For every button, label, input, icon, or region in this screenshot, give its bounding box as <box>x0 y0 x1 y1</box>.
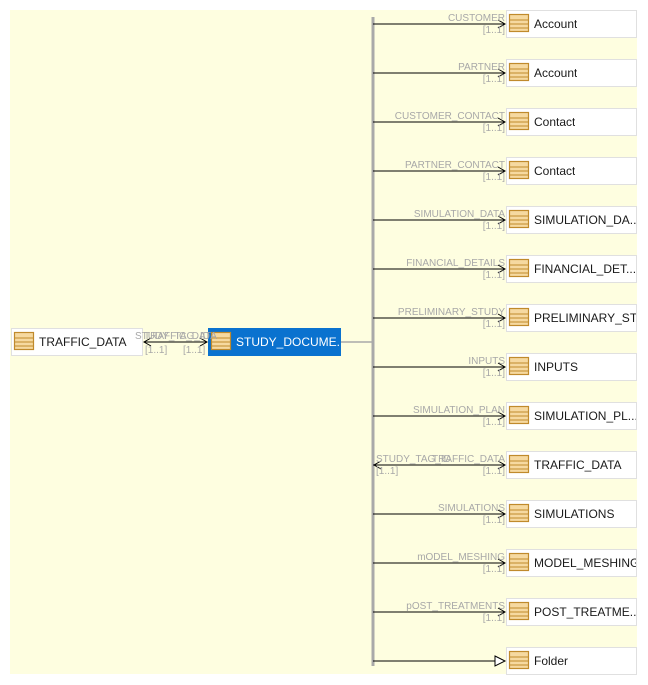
entity-label: POST_TREATME... <box>534 605 636 619</box>
role-label: FINANCIAL_DETAILS <box>406 258 505 269</box>
entity-simulation-pl-8[interactable]: SIMULATION_PL... <box>506 402 637 430</box>
role-label: mODEL_MESHING <box>417 552 505 563</box>
inheritance-arrowhead <box>494 655 507 667</box>
entity-label: INPUTS <box>534 360 579 374</box>
entity-icon <box>508 600 530 625</box>
role-label: SIMULATIONS <box>437 503 505 514</box>
entity-post-treatme-12[interactable]: POST_TREATME... <box>506 598 637 626</box>
entity-label: Contact <box>534 164 576 178</box>
source-cardinality-label: [1..1] <box>376 466 399 477</box>
cardinality-label: [1..1] <box>482 221 505 232</box>
cardinality-label: [1..1] <box>482 564 505 575</box>
entity-icon <box>508 355 530 380</box>
arrowhead <box>497 264 507 274</box>
entity-icon <box>508 404 530 429</box>
role-label: pOST_TREATMENTS <box>406 601 505 612</box>
role-label: PARTNER_CONTACT <box>404 160 505 171</box>
entity-label: SIMULATIONS <box>534 507 615 521</box>
entity-icon <box>508 649 530 674</box>
arrowhead <box>199 337 209 347</box>
entity-contact-2[interactable]: Contact <box>506 108 637 136</box>
arrowhead <box>497 460 507 470</box>
cardinality-label: [1..1] <box>482 368 505 379</box>
role-label: INPUTS <box>468 356 505 367</box>
entity-preliminary-st-6[interactable]: PRELIMINARY_ST... <box>506 304 637 332</box>
cardinality-label: [1..1] <box>482 123 505 134</box>
entity-folder-13[interactable]: Folder <box>506 647 637 675</box>
entity-label: Account <box>534 17 578 31</box>
entity-icon <box>508 110 530 135</box>
cardinality-label: [1..1] <box>482 417 505 428</box>
entity-icon <box>508 208 530 233</box>
entity-label: SIMULATION_PL... <box>534 409 636 423</box>
entity-label: Contact <box>534 115 576 129</box>
arrowhead <box>497 117 507 127</box>
arrowhead <box>142 337 152 347</box>
link-cardinality: [1..1] <box>145 345 168 356</box>
entity-contact-3[interactable]: Contact <box>506 157 637 185</box>
entity-traffic-data-source[interactable]: TRAFFIC_DATA <box>11 328 143 356</box>
cardinality-label: [1..1] <box>482 319 505 330</box>
entity-model-meshing-11[interactable]: MODEL_MESHING <box>506 549 637 577</box>
entity-label: TRAFFIC_DATA <box>534 458 622 472</box>
cardinality-label: [1..1] <box>482 613 505 624</box>
entity-inputs-7[interactable]: INPUTS <box>506 353 637 381</box>
entity-icon <box>508 453 530 478</box>
entity-simulation-da-4[interactable]: SIMULATION_DA... <box>506 206 637 234</box>
entity-label: Account <box>534 66 578 80</box>
entity-label: PRELIMINARY_ST... <box>534 311 636 325</box>
arrowhead <box>497 509 507 519</box>
entity-label: Folder <box>534 654 569 668</box>
entity-financial-det-5[interactable]: FINANCIAL_DET... <box>506 255 637 283</box>
role-label: SIMULATION_PLAN <box>412 405 505 416</box>
entity-account-1[interactable]: Account <box>506 59 637 87</box>
arrowhead <box>497 607 507 617</box>
entity-simulations-10[interactable]: SIMULATIONS <box>506 500 637 528</box>
entity-label: SIMULATION_DA... <box>534 213 636 227</box>
arrowhead <box>497 215 507 225</box>
entity-icon <box>13 330 35 355</box>
role-label: PRELIMINARY_STUDY <box>397 307 505 318</box>
cardinality-label: [1..1] <box>482 172 505 183</box>
arrowhead <box>497 558 507 568</box>
entity-label: MODEL_MESHING <box>534 556 636 570</box>
role-label: SIMULATION_DATA <box>413 209 505 220</box>
link-role-label: TRAFFIC_DATA <box>144 331 217 342</box>
link-cardinality: [1..1] <box>183 345 206 356</box>
role-label: PARTNER <box>458 62 505 73</box>
role-label: CUSTOMER <box>447 13 505 24</box>
arrowhead <box>497 166 507 176</box>
source-role-label: STUDY_TAG_ID <box>376 454 451 465</box>
cardinality-label: [1..1] <box>482 466 505 477</box>
link-role-label: STUDY_TAG_ID <box>135 331 210 342</box>
cardinality-label: [1..1] <box>482 515 505 526</box>
arrowhead <box>497 68 507 78</box>
cardinality-label: [1..1] <box>482 25 505 36</box>
arrowhead <box>497 313 507 323</box>
entity-label: STUDY_DOCUME... <box>236 335 340 349</box>
entity-icon <box>508 257 530 282</box>
role-label: TRAFFIC_DATA <box>432 454 505 465</box>
entity-icon <box>508 61 530 86</box>
entity-study-document[interactable]: STUDY_DOCUME... <box>208 328 341 356</box>
entity-icon <box>508 12 530 37</box>
entity-traffic-data-9[interactable]: TRAFFIC_DATA <box>506 451 637 479</box>
entity-icon <box>508 502 530 527</box>
cardinality-label: [1..1] <box>482 270 505 281</box>
role-label: CUSTOMER_CONTACT <box>394 111 505 122</box>
arrowhead <box>497 411 507 421</box>
entity-icon <box>210 330 232 355</box>
entity-icon <box>508 551 530 576</box>
arrowhead <box>497 362 507 372</box>
entity-icon <box>508 306 530 331</box>
entity-label: TRAFFIC_DATA <box>39 335 127 349</box>
entity-account-0[interactable]: Account <box>506 10 637 38</box>
entity-label: FINANCIAL_DET... <box>534 262 636 276</box>
cardinality-label: [1..1] <box>482 74 505 85</box>
arrowhead <box>497 19 507 29</box>
arrowhead <box>372 460 382 470</box>
entity-icon <box>508 159 530 184</box>
